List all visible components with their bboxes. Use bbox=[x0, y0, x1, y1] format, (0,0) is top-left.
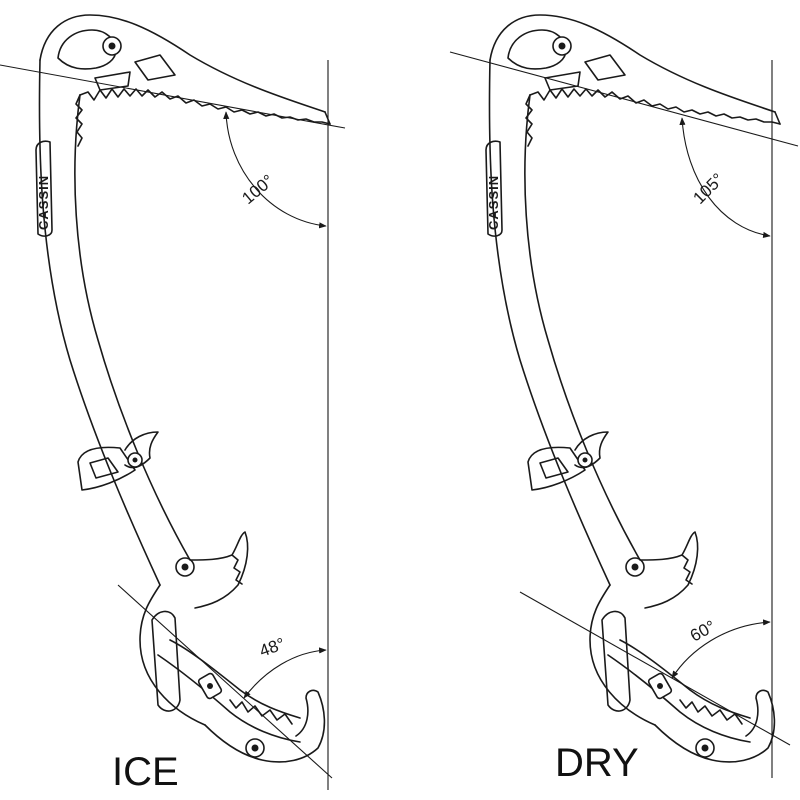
handle-angle-arc-right bbox=[671, 619, 771, 679]
handle-angle-arc-left bbox=[243, 647, 327, 699]
handle-angle-line-left bbox=[117, 584, 333, 779]
brand-logo-left: CASSIN bbox=[36, 175, 51, 230]
head-angle-label-right: 105° bbox=[689, 170, 727, 208]
handle-angle-label-left: 48° bbox=[257, 634, 288, 661]
caption-ice: ICE bbox=[112, 750, 179, 794]
handle-angle-line-right bbox=[519, 591, 791, 746]
handle-angle-label-right: 60° bbox=[687, 617, 719, 646]
pick-angle-line-right bbox=[449, 51, 799, 147]
caption-dry: DRY bbox=[555, 741, 639, 785]
head-angle-arc-right bbox=[679, 117, 771, 238]
brand-logo-right: CASSIN bbox=[486, 175, 501, 230]
head-angle-arc-left bbox=[223, 111, 327, 229]
pick-angle-line-left bbox=[0, 64, 346, 129]
head-angle-label-left: 100° bbox=[238, 171, 277, 208]
dry-tool-illustration bbox=[485, 14, 781, 763]
